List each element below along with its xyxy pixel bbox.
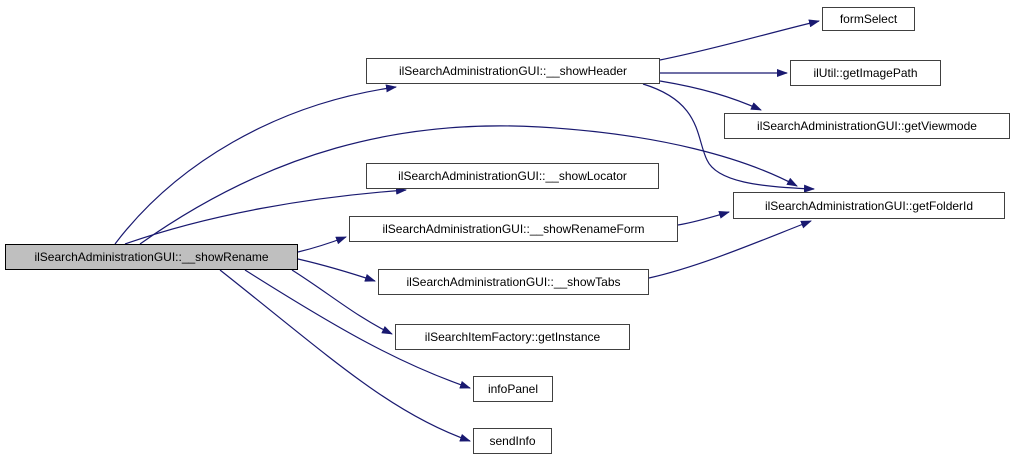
edge-showRenameForm-to-getFolderId xyxy=(677,210,730,226)
node-getFolderId[interactable]: ilSearchAdministrationGUI::getFolderId xyxy=(733,192,1005,219)
edge-showRename-to-showRenameForm xyxy=(297,236,347,253)
edge-showRename-to-getInstance xyxy=(291,269,393,335)
edge-showHeader-to-getViewmode xyxy=(659,80,762,111)
edge-showTabs-to-getFolderId xyxy=(648,220,812,279)
edge-showRename-to-showTabs xyxy=(297,258,376,282)
edge-showHeader-to-formSelect xyxy=(659,19,820,61)
node-showRename: ilSearchAdministrationGUI::__showRename xyxy=(5,244,298,270)
node-sendInfo[interactable]: sendInfo xyxy=(473,428,552,454)
edge-showRename-to-getFolderId xyxy=(139,125,798,245)
node-infoPanel[interactable]: infoPanel xyxy=(473,376,553,402)
node-getImagePath[interactable]: ilUtil::getImagePath xyxy=(790,60,941,86)
node-showHeader[interactable]: ilSearchAdministrationGUI::__showHeader xyxy=(366,58,660,84)
edge-showHeader-to-getFolderId xyxy=(642,83,815,193)
node-showLocator[interactable]: ilSearchAdministrationGUI::__showLocator xyxy=(366,163,659,189)
edge-showRename-to-showLocator xyxy=(124,186,407,245)
node-formSelect[interactable]: formSelect xyxy=(822,7,915,31)
node-getInstance[interactable]: ilSearchItemFactory::getInstance xyxy=(395,324,630,350)
edge-showRename-to-infoPanel xyxy=(244,269,471,389)
node-getViewmode[interactable]: ilSearchAdministrationGUI::getViewmode xyxy=(724,113,1010,139)
node-showRenameForm[interactable]: ilSearchAdministrationGUI::__showRenameF… xyxy=(349,216,678,242)
edge-showRename-to-showHeader xyxy=(114,84,397,245)
node-showTabs[interactable]: ilSearchAdministrationGUI::__showTabs xyxy=(378,269,649,295)
edge-showRename-to-sendInfo xyxy=(219,269,471,442)
